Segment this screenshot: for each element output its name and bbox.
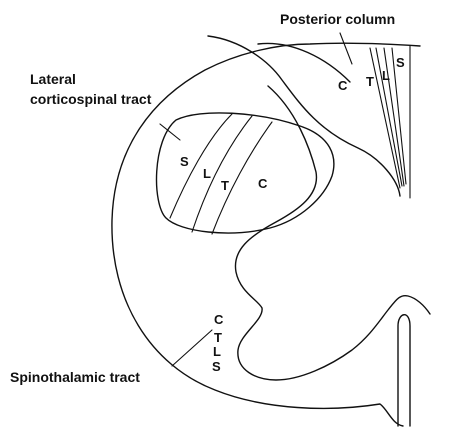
- posterior-column-label: Posterior column: [280, 11, 395, 27]
- lateral-label-line-1: Lateral: [30, 71, 76, 87]
- spinothalamic-letter-l: L: [213, 344, 221, 359]
- lateral-letter-s: S: [180, 154, 189, 169]
- spinothalamic-letter-s: S: [212, 359, 221, 374]
- spinothalamic-letter-c: C: [214, 312, 224, 327]
- lateral-label-line-2: corticospinal tract: [30, 91, 152, 107]
- spinothalamic-letter-t: T: [214, 330, 222, 345]
- lateral-tract-outline: [157, 113, 334, 233]
- spinothalamic-pointer: [172, 330, 212, 366]
- lateral-letter-c: C: [258, 176, 268, 191]
- lateral-tract-divider-2: [192, 116, 252, 232]
- posterior-column-pointer: [340, 33, 352, 64]
- lateral-letter-l: L: [203, 166, 211, 181]
- posterior-letter-t: T: [366, 74, 374, 89]
- spinothalamic-label: Spinothalamic tract: [10, 369, 140, 385]
- lateral-letter-t: T: [221, 178, 229, 193]
- cord-outer-boundary: [112, 43, 420, 426]
- anterior-median-fissure: [398, 315, 410, 426]
- posterior-septum-outline: [258, 43, 350, 82]
- posterior-letter-s: S: [396, 55, 405, 70]
- posterior-letter-c: C: [338, 78, 348, 93]
- posterior-letter-l: L: [382, 68, 390, 83]
- posterior-horn-outline: [208, 36, 400, 196]
